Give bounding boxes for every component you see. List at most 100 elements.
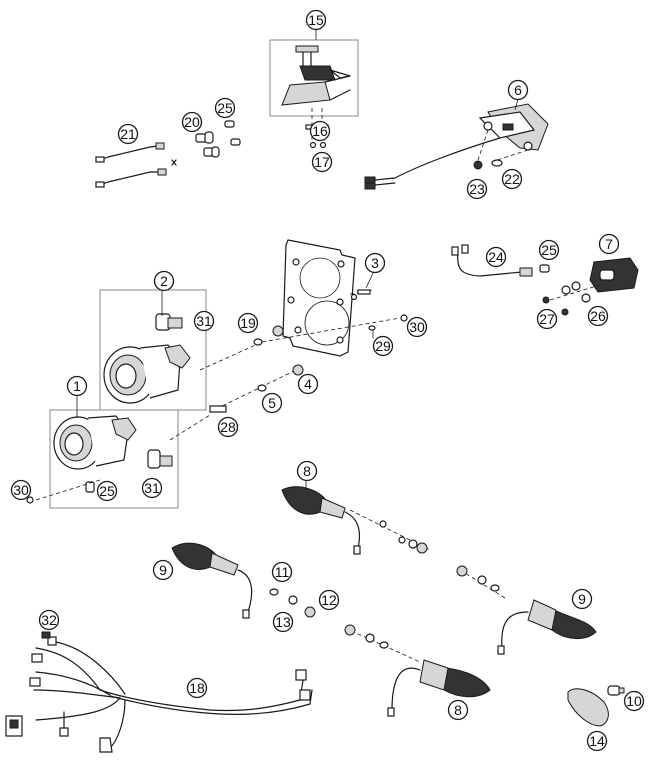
callout-number: 9: [159, 562, 167, 578]
callout-number: 4: [304, 376, 312, 392]
indicator-right: [456, 565, 597, 655]
callout-30: 30: [406, 316, 428, 338]
callout-12: 12: [318, 589, 340, 611]
callout-15: 15: [305, 9, 327, 31]
callout-circle: [485, 246, 507, 268]
callout-10: 10: [623, 690, 645, 712]
rear-light-assembly: [364, 103, 549, 190]
callout-number: 27: [539, 311, 555, 327]
callout-number: 29: [375, 338, 391, 354]
callout-number: 17: [314, 154, 330, 170]
headlight-hardware: [26, 314, 408, 504]
callout-circle: [586, 730, 608, 752]
callout-20: 20: [181, 111, 203, 133]
callout-circle: [297, 373, 319, 395]
leader-lines: [76, 30, 519, 490]
callout-circle: [237, 312, 259, 334]
callout-circle: [447, 699, 469, 721]
callout-number: 12: [321, 592, 337, 608]
callout-number: 9: [578, 591, 586, 607]
headlight-upper-group: [99, 289, 263, 411]
callout-circle: [309, 120, 331, 142]
callout-30: 30: [10, 479, 32, 501]
callout-circle: [406, 316, 428, 338]
callout-number: 14: [589, 733, 605, 749]
callout-circle: [305, 9, 327, 31]
callout-circle: [10, 479, 32, 501]
callout-circle: [372, 335, 394, 357]
callout-circle: [364, 252, 386, 274]
callout-circle: [38, 609, 60, 631]
wiring-harness: [5, 631, 313, 753]
callout-9: 9: [571, 588, 593, 610]
callout-number: 30: [13, 482, 29, 498]
callout-3: 3: [364, 252, 386, 274]
callout-circle: [261, 392, 283, 414]
callout-number: 26: [590, 308, 606, 324]
callout-number: 8: [454, 702, 462, 718]
callout-25: 25: [538, 239, 560, 261]
callout-number: 25: [541, 242, 557, 258]
callout-16: 16: [309, 120, 331, 142]
callout-9: 9: [152, 559, 174, 581]
callout-circle: [587, 305, 609, 327]
position-light-group: [451, 244, 639, 316]
callout-27: 27: [536, 308, 558, 330]
callout-8: 8: [296, 460, 318, 482]
callout-number: 28: [220, 419, 236, 435]
callout-number: 6: [514, 82, 522, 98]
callout-4: 4: [297, 373, 319, 395]
callout-19: 19: [237, 312, 259, 334]
callout-5: 5: [261, 392, 283, 414]
callout-circle: [186, 677, 208, 699]
callout-number: 1: [73, 378, 81, 394]
callout-circle: [193, 310, 215, 332]
callout-circle: [538, 239, 560, 261]
callout-number: 22: [504, 171, 520, 187]
callout-circle: [152, 559, 174, 581]
callout-circle: [272, 611, 294, 633]
callout-number: 25: [217, 100, 233, 116]
callout-24: 24: [485, 246, 507, 268]
headlight-lower-group: [35, 409, 211, 509]
callout-number: 19: [240, 315, 256, 331]
license-plate-holder-group: [269, 39, 359, 149]
callout-23: 23: [466, 178, 488, 200]
callout-25: 25: [214, 97, 236, 119]
cables-and-bulbs-top: [95, 120, 241, 188]
callout-circle: [501, 168, 523, 190]
callout-number: 8: [303, 463, 311, 479]
callout-18: 18: [186, 677, 208, 699]
callout-circle: [181, 111, 203, 133]
callout-number: 15: [308, 12, 324, 28]
callout-8: 8: [447, 699, 469, 721]
callout-circle: [153, 270, 175, 292]
callout-circle: [66, 375, 88, 397]
callout-2: 2: [153, 270, 175, 292]
callout-number: 7: [605, 236, 613, 252]
callout-number: 18: [189, 680, 205, 696]
callout-number: 2: [160, 273, 168, 289]
callout-circle: [311, 151, 333, 173]
callout-29: 29: [372, 335, 394, 357]
callout-circle: [536, 308, 558, 330]
rear-indicator-and-bulb: [567, 685, 625, 727]
callout-22: 22: [501, 168, 523, 190]
callout-circle: [623, 690, 645, 712]
callout-circle: [214, 97, 236, 119]
callout-6: 6: [507, 79, 529, 101]
callout-number: 25: [99, 483, 115, 499]
callout-number: 32: [41, 612, 57, 628]
callout-7: 7: [598, 233, 620, 255]
callout-26: 26: [587, 305, 609, 327]
callout-32: 32: [38, 609, 60, 631]
indicator-left: [171, 542, 316, 619]
callout-circle: [571, 588, 593, 610]
callout-number: 30: [409, 319, 425, 335]
callout-13: 13: [272, 611, 294, 633]
callout-number: 31: [196, 313, 212, 329]
callout-number: 16: [312, 123, 328, 139]
callout-1: 1: [66, 375, 88, 397]
callout-circle: [598, 233, 620, 255]
